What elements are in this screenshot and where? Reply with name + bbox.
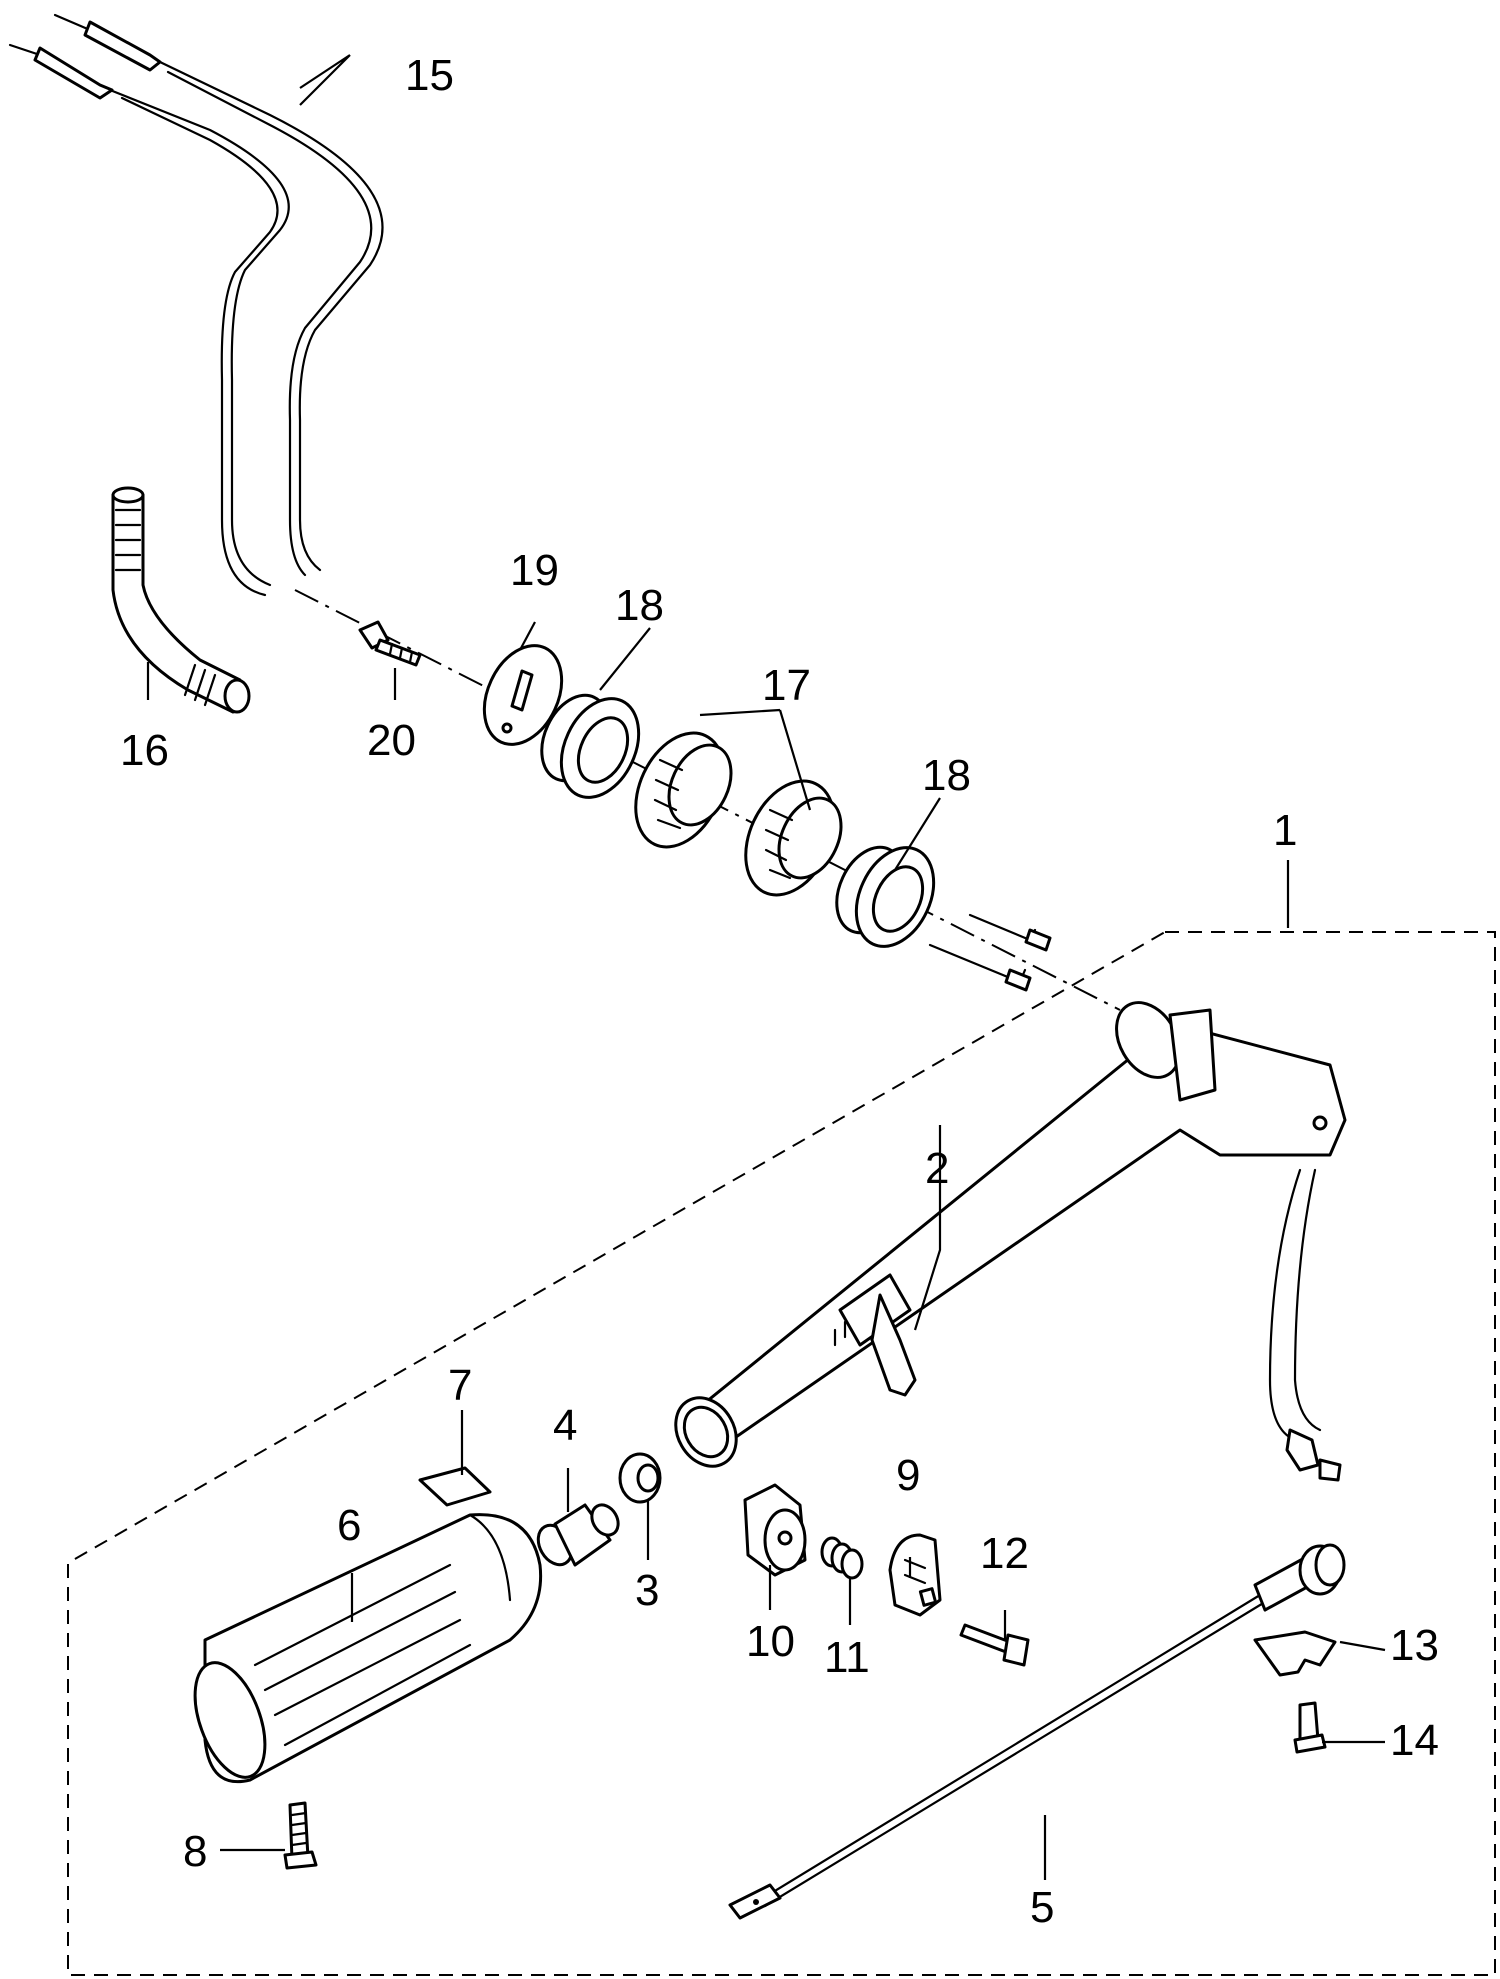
plate-19: [482, 644, 564, 746]
shaft-insert-4: [536, 1503, 620, 1567]
collar-17-upper: [634, 731, 733, 849]
screw-8: [283, 1801, 318, 1870]
callout-17: 17: [762, 661, 811, 710]
clip-13: [1253, 1630, 1337, 1677]
friction-rod-5: [728, 1543, 1346, 1920]
callout-1: 1: [1273, 806, 1297, 855]
washer-3: [618, 1452, 662, 1504]
spring-11: [820, 1536, 864, 1580]
callout-4: 4: [553, 1401, 577, 1450]
friction-block-10: [743, 1483, 807, 1577]
bolt-20: [358, 620, 422, 667]
callout-19: 19: [510, 546, 559, 595]
callout-13: 13: [1390, 1621, 1439, 1670]
cable-ends: [928, 913, 1052, 992]
callout-6: 6: [337, 1501, 361, 1550]
leader-lines: [146, 54, 1386, 1880]
bushing-18-lower: [835, 845, 936, 948]
callout-11: 11: [824, 1633, 870, 1682]
callout-3: 3: [635, 1566, 659, 1615]
grommet-hose: [111, 486, 251, 714]
callout-5: 5: [1030, 1883, 1054, 1932]
callout-18-lower: 18: [922, 751, 971, 800]
callout-10: 10: [746, 1617, 795, 1666]
callout-12: 12: [980, 1529, 1029, 1578]
callout-16: 16: [120, 726, 169, 775]
friction-cable: [1268, 1168, 1342, 1482]
collar-17-lower: [744, 779, 843, 897]
clamp-9: [888, 1533, 942, 1617]
callout-18-upper: 18: [615, 581, 664, 630]
callout-2: 2: [925, 1144, 949, 1193]
screw-12: [959, 1623, 1030, 1667]
throttle-grip-6: [193, 1513, 543, 1784]
callout-14: 14: [1390, 1716, 1439, 1765]
bushing-18-upper: [540, 693, 641, 799]
callout-8: 8: [183, 1827, 207, 1876]
screw-14: [1293, 1701, 1327, 1754]
callout-20: 20: [367, 716, 416, 765]
decal-7: [418, 1466, 492, 1507]
callout-7: 7: [448, 1361, 472, 1410]
shift-throttle-cables: [8, 13, 384, 597]
callout-9: 9: [896, 1451, 920, 1500]
tiller-arm-2: [674, 1001, 1347, 1468]
callout-15: 15: [405, 51, 454, 100]
